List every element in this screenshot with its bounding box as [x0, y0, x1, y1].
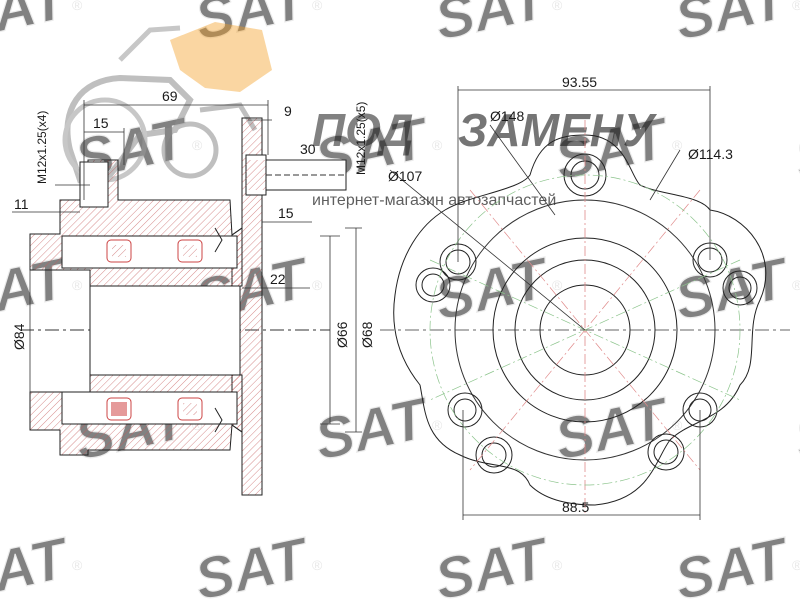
bearing-race-upper	[61, 235, 238, 269]
flange-outline	[393, 134, 767, 506]
sat-watermark-text: SAT	[669, 0, 796, 53]
dim-9: 9	[284, 103, 292, 119]
dim-88-5: 88.5	[562, 499, 589, 515]
dim-68: Ø68	[359, 321, 375, 348]
sat-watermark-symbol: ®	[672, 137, 683, 153]
sat-watermark-symbol: ®	[312, 0, 323, 13]
side-dimension-labels: 69 15 9 30 11 15 22 Ø84 Ø66 Ø68 M12x1.25…	[11, 88, 375, 350]
dim-11: 11	[14, 196, 29, 212]
sat-watermark-text: SAT	[309, 385, 436, 473]
side-dimensions	[12, 100, 362, 433]
bearing-race-lower	[61, 391, 238, 425]
front-dimensions	[389, 86, 711, 520]
sat-watermark-symbol: ®	[792, 0, 800, 13]
stud-thread-left: M12x1.25(x4)	[35, 111, 49, 184]
sat-watermark-symbol: ®	[672, 417, 683, 433]
sat-watermark-text: SAT	[0, 0, 76, 53]
dim-93-55: 93.55	[562, 74, 597, 90]
dim-15-top: 15	[93, 115, 109, 131]
brand-tagline: интернет-магазин автозапчастей	[312, 192, 556, 209]
sat-watermark-text: SAT	[0, 525, 76, 600]
dim-69: 69	[162, 88, 178, 104]
sat-watermark-text: SAT	[789, 385, 800, 473]
sat-watermark-symbol: ®	[72, 277, 83, 293]
hub-bore	[89, 285, 241, 376]
sat-watermark-symbol: ®	[432, 137, 443, 153]
sat-watermark-symbol: ®	[552, 277, 563, 293]
sat-watermark-symbol: ®	[312, 557, 323, 573]
dim-148: Ø148	[490, 108, 524, 124]
brand-text-part1: ПОД	[312, 104, 413, 156]
dim-66: Ø66	[334, 321, 350, 348]
side-section-view	[20, 117, 347, 496]
sat-watermark-text: SAT	[189, 525, 316, 600]
sat-watermark-text: SAT	[429, 245, 556, 333]
dim-107: Ø107	[388, 168, 422, 184]
dim-114-3: Ø114.3	[688, 146, 733, 162]
bolt-holes-4	[415, 267, 758, 428]
front-dimension-labels: 93.55 Ø148 Ø114.3 Ø107 88.5	[388, 74, 733, 515]
dim-30: 30	[300, 141, 316, 157]
sat-watermark-text: SAT	[669, 525, 796, 600]
sat-watermark-symbol: ®	[552, 557, 563, 573]
dim-22: 22	[270, 271, 286, 287]
sat-watermark-text: SAT	[789, 105, 800, 193]
sat-watermark-symbol: ®	[72, 0, 83, 13]
stud-thread-right: M12x1.25(x5)	[354, 102, 368, 175]
sat-watermark-text: SAT	[429, 525, 556, 600]
sat-watermark-symbol: ®	[432, 417, 443, 433]
dim-84: Ø84	[11, 323, 27, 350]
sat-watermark-symbol: ®	[192, 137, 203, 153]
sat-watermark-symbol: ®	[792, 557, 800, 573]
dim-15-right: 15	[278, 205, 294, 221]
sat-watermark-symbol: ®	[312, 277, 323, 293]
left-stud	[79, 161, 109, 208]
sat-watermark-text: SAT	[669, 245, 796, 333]
sat-watermark-symbol: ®	[792, 277, 800, 293]
sat-watermark-text: SAT	[429, 0, 556, 53]
sat-watermark-symbol: ®	[72, 557, 83, 573]
sat-watermark-symbol: ®	[552, 0, 563, 13]
brand-text-part2: ЗАМЕНУ	[458, 104, 658, 156]
